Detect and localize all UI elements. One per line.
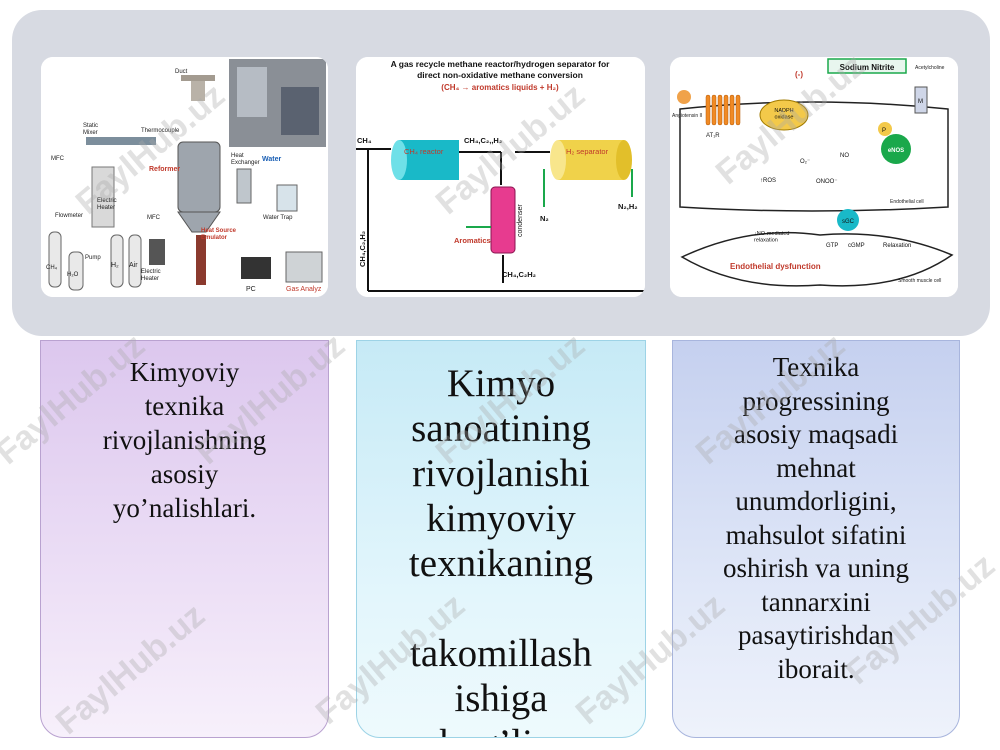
acetylcholine-label: Acetylcholine <box>915 65 945 71</box>
mr-n2-label: N₂ <box>540 214 549 223</box>
h2-label: H₂ <box>111 262 119 269</box>
mr-separator-label: H₂ separator <box>566 147 609 156</box>
flowmeter-label: Flowmeter <box>55 213 83 219</box>
thermocouple-label: Thermocouple <box>141 128 180 134</box>
pump-label: Pump <box>85 255 101 261</box>
ros-label: ↑ROS <box>760 178 776 184</box>
mfc2-label: MFC <box>147 215 161 221</box>
mr-recycle-side: CH₄,C₂,H₂ <box>358 231 367 267</box>
o2-label: O₂⁻ <box>800 159 810 165</box>
at1r-label: AT₁R <box>706 133 720 139</box>
water-label: Water <box>262 156 281 163</box>
reformer-label: Reformer <box>149 166 180 173</box>
card-center: Kimyo sanoatining rivojlanishi kimyoviy … <box>356 340 646 738</box>
endothelial-image: Sodium Nitrite (-) Acetylcholine Angiote… <box>670 57 958 297</box>
mr-stream-top: CH₄,C₂,,H₂ <box>464 136 502 145</box>
mfc-label: MFC <box>51 156 65 162</box>
m-label: M <box>918 99 923 105</box>
duct-label: Duct <box>175 69 188 75</box>
water-trap-label: Water Trap <box>263 215 293 221</box>
endothelial-diagram: Sodium Nitrite (-) Acetylcholine Angiote… <box>670 57 958 297</box>
mr-condenser-label: condenser <box>517 204 524 237</box>
mr-title-1: A gas recycle methane reactor/hydrogen s… <box>391 59 611 69</box>
mr-reactor-label: CH₄ reactor <box>404 147 444 156</box>
mr-ch4-label: CH₄ <box>357 136 372 145</box>
sodium-nitrite-label: Sodium Nitrite <box>840 63 895 72</box>
card-center-text: Kimyo sanoatining rivojlanishi kimyoviy … <box>408 362 594 737</box>
no-label: NO <box>840 153 849 159</box>
minus-label: (-) <box>795 70 803 79</box>
mr-title-2: direct non-oxidative methane conversion <box>417 70 583 80</box>
mr-aromatics-label: Aromatics <box>454 236 491 245</box>
card-right: Texnika progressining asosiy maqsadi meh… <box>672 340 960 738</box>
dysfunction-label: Endothelial dysfunction <box>730 262 821 271</box>
card-left-text: Kimyoviy texnika rivojlanishning asosiy … <box>102 357 267 523</box>
cgmp-label: cGMP <box>848 243 865 249</box>
p-label: P <box>882 128 886 134</box>
air-label: Air <box>129 262 138 269</box>
methane-reactor-diagram: A gas recycle methane reactor/hydrogen s… <box>356 57 645 297</box>
gas-analyzer-label: Gas Analyz <box>286 286 322 293</box>
smooth-muscle-label: Smooth muscle cell <box>898 278 941 284</box>
card-right-text: Texnika progressining asosiy maqsadi meh… <box>723 352 909 684</box>
h2o-label: H₂O <box>67 272 79 278</box>
mr-subtitle: (CH₄ → aromatics liquids + H₂) <box>441 83 559 92</box>
mr-recycle-bottom: CH₄,C₂H₂ <box>502 270 536 279</box>
onoo-label: ONOO⁻ <box>816 179 838 185</box>
sgc-label: sGC <box>842 219 855 225</box>
relaxation-label: Relaxation <box>883 243 911 249</box>
mr-n2h2-label: N₂,H₂ <box>618 202 638 211</box>
endothelial-cell-label: Endothelial cell <box>890 199 924 205</box>
gtp-label: GTP <box>826 243 838 249</box>
pc-label: PC <box>246 286 256 293</box>
card-left: Kimyoviy texnika rivojlanishning asosiy … <box>40 340 329 738</box>
angiotensin-label: Angiotensin II <box>672 113 702 119</box>
methane-reactor-image: A gas recycle methane reactor/hydrogen s… <box>356 57 645 297</box>
ch4-label: CH₄ <box>46 265 58 271</box>
enos-label: eNOS <box>888 148 904 154</box>
